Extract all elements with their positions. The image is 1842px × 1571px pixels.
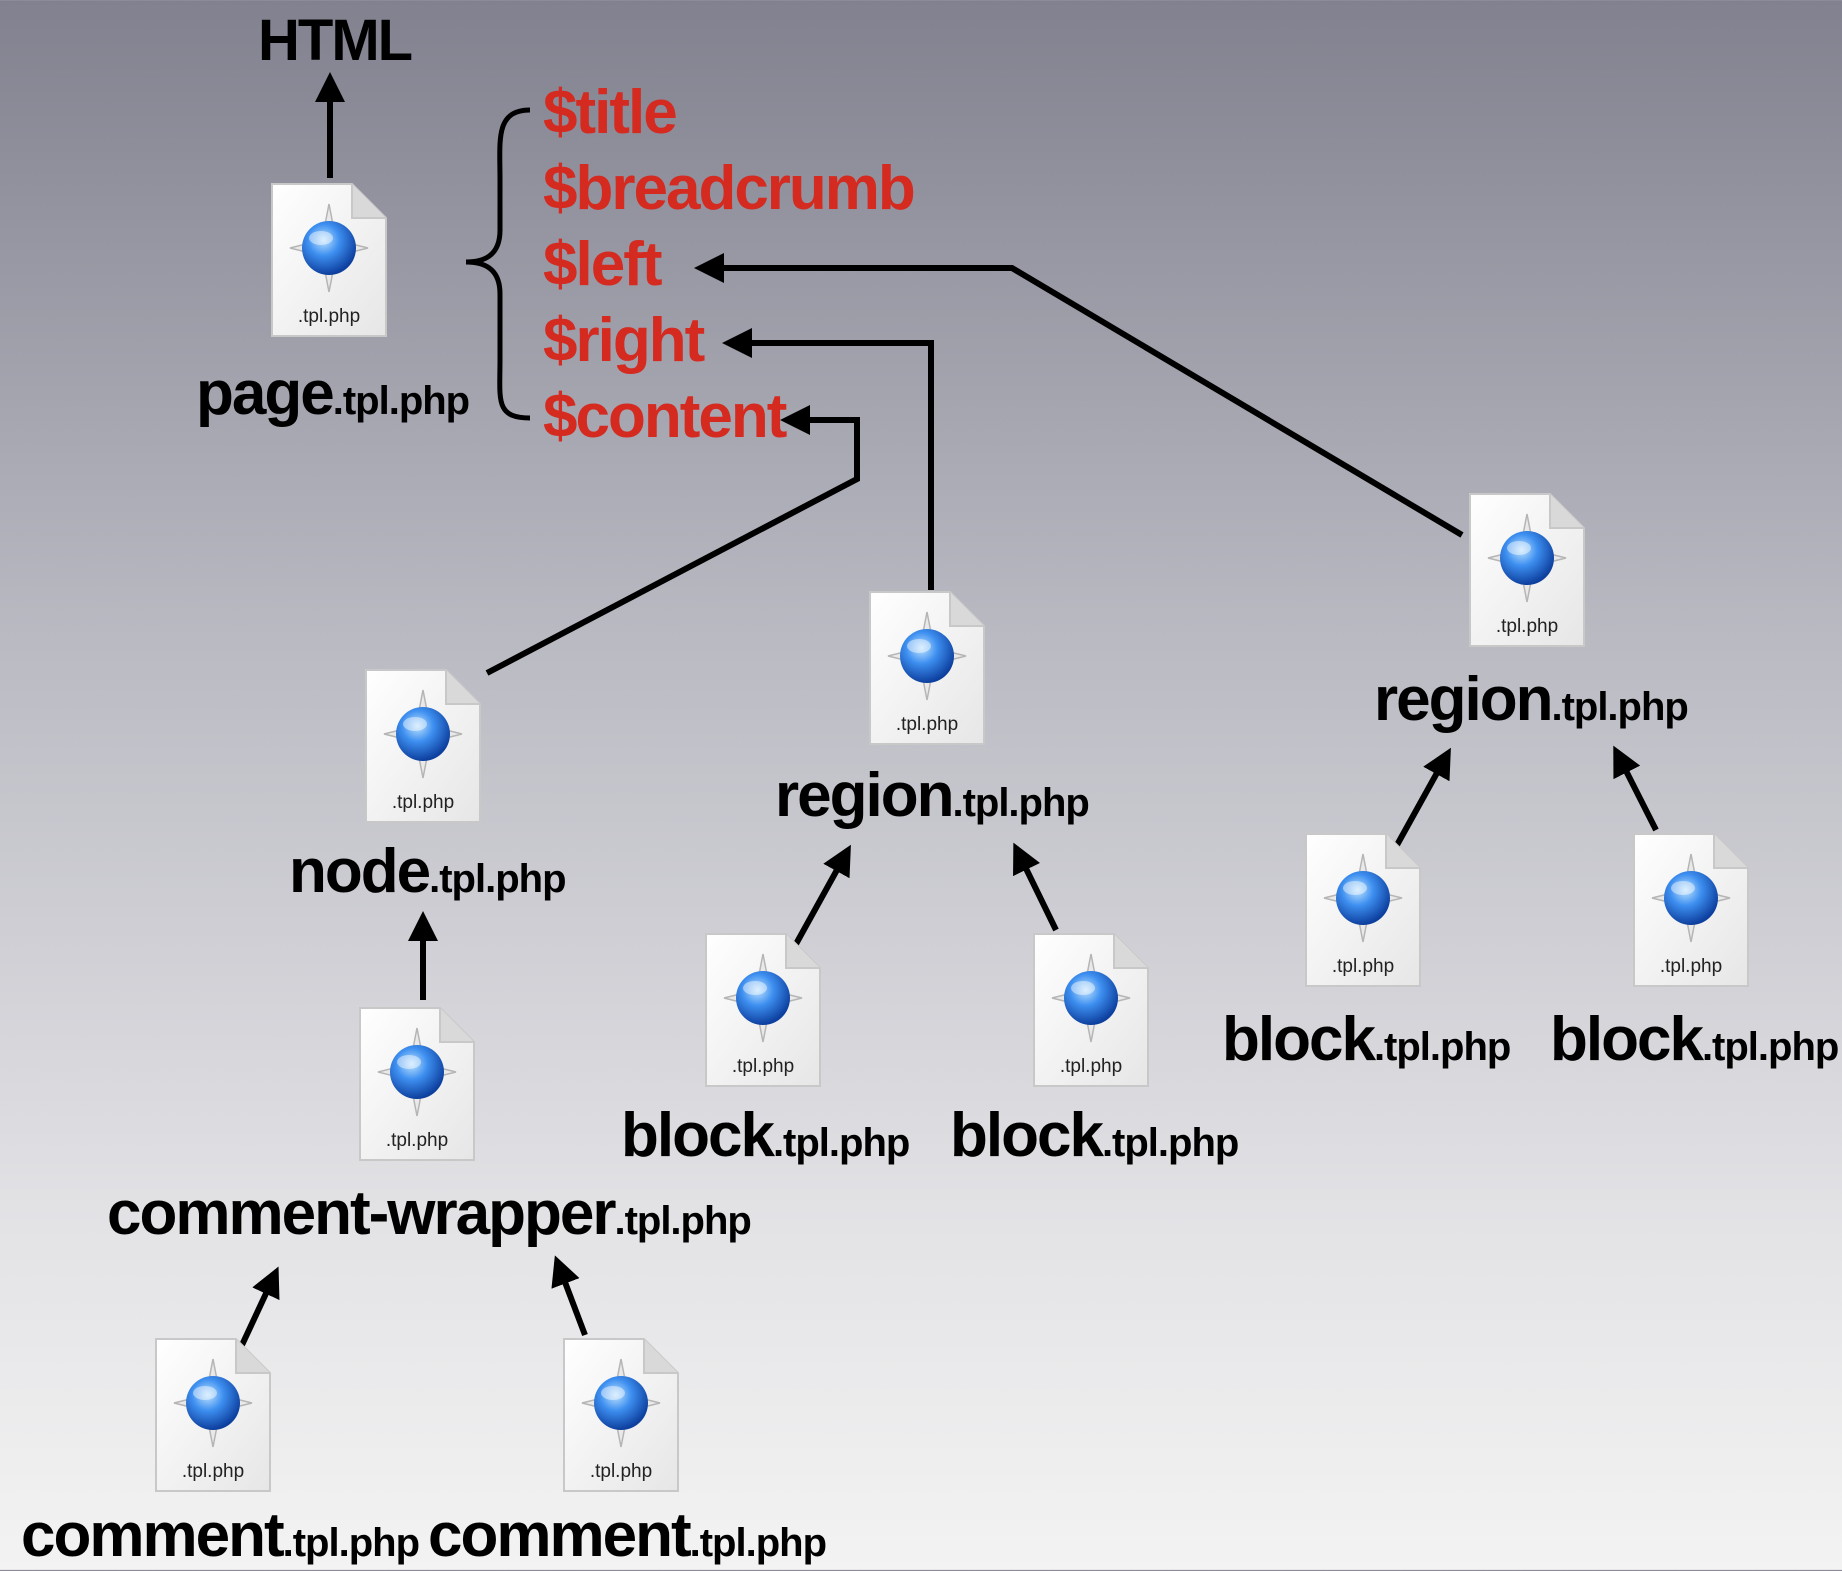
node-file-label-ext: .tpl.php [429, 857, 566, 901]
var-content: $content [543, 382, 787, 451]
block-1-file-label-base: block [621, 1101, 775, 1170]
region-center-file-label-ext: .tpl.php [952, 781, 1089, 825]
comment-1-file-label: comment.tpl.php [21, 1500, 420, 1571]
block-2-file-label-ext: .tpl.php [1101, 1121, 1239, 1165]
file-icon-caption: .tpl.php [392, 792, 454, 813]
arrow-region-center-to-right [722, 328, 934, 590]
arrow-node-to-content [485, 405, 860, 676]
arrow-block3-to-region-right [1394, 747, 1451, 847]
region-right-file-icon: .tpl.php [1468, 492, 1586, 648]
region-right-file-label: region.tpl.php [1374, 664, 1689, 735]
var-right: $right [543, 306, 705, 375]
file-icon-caption: .tpl.php [590, 1461, 652, 1482]
block-3-file-label-ext: .tpl.php [1373, 1025, 1511, 1069]
var-title: $title [543, 78, 678, 147]
file-icon-caption: .tpl.php [1496, 616, 1558, 637]
block-1-file-label: block.tpl.php [621, 1100, 910, 1171]
var-breadcrumb: $breadcrumb [543, 154, 916, 223]
comment-wrapper-file-label-base: comment-wrapper [107, 1179, 616, 1248]
comment-2-file-label-base: comment [428, 1501, 692, 1570]
block-4-file-label-ext: .tpl.php [1701, 1025, 1839, 1069]
block-2-file-label: block.tpl.php [950, 1100, 1239, 1171]
block-2-file-label-base: block [950, 1101, 1104, 1170]
file-icon-caption: .tpl.php [386, 1130, 448, 1151]
html-output-label: HTML [258, 8, 413, 73]
comment-wrapper-file-label: comment-wrapper.tpl.php [107, 1178, 752, 1249]
node-file-label-base: node [289, 837, 431, 906]
block-4-file-label: block.tpl.php [1550, 1004, 1839, 1075]
node-file-icon: .tpl.php [364, 668, 482, 824]
comment-wrapper-file-icon: .tpl.php [358, 1006, 476, 1162]
arrow-block2-to-region-center [1013, 842, 1059, 932]
block-4-file-icon: .tpl.php [1632, 832, 1750, 988]
page-file-label-base: page [196, 359, 335, 428]
comment-1-file-icon: .tpl.php [154, 1337, 272, 1493]
region-center-file-label-base: region [775, 761, 954, 830]
variables-brace [465, 107, 531, 421]
region-right-file-label-base: region [1374, 665, 1553, 734]
node-file-label: node.tpl.php [289, 836, 567, 907]
arrow-region-right-to-left [694, 253, 1464, 538]
block-3-file-icon: .tpl.php [1304, 832, 1422, 988]
file-icon-caption: .tpl.php [732, 1056, 794, 1077]
region-center-file-icon: .tpl.php [868, 590, 986, 746]
var-left: $left [543, 230, 662, 299]
file-icon-caption: .tpl.php [182, 1461, 244, 1482]
region-center-file-label: region.tpl.php [775, 760, 1090, 831]
file-icon-caption: .tpl.php [1060, 1056, 1122, 1077]
arrow-block4-to-region-right [1613, 745, 1659, 832]
file-icon-caption: .tpl.php [1660, 956, 1722, 977]
file-icon-caption: .tpl.php [298, 306, 360, 327]
block-2-file-icon: .tpl.php [1032, 932, 1150, 1088]
block-1-file-label-ext: .tpl.php [772, 1121, 910, 1165]
comment-2-file-label: comment.tpl.php [428, 1500, 827, 1571]
file-icon-caption: .tpl.php [1332, 956, 1394, 977]
arrow-comment1-to-comment-wrapper [239, 1266, 280, 1347]
arrow-comment2-to-comment-wrapper [551, 1255, 588, 1337]
comment-2-file-label-ext: .tpl.php [689, 1521, 827, 1565]
comment-2-file-icon: .tpl.php [562, 1337, 680, 1493]
block-3-file-label-base: block [1222, 1005, 1376, 1074]
block-3-file-label: block.tpl.php [1222, 1004, 1511, 1075]
page-file-icon: .tpl.php [270, 182, 388, 338]
arrow-block1-to-region-center [793, 844, 851, 946]
block-1-file-icon: .tpl.php [704, 932, 822, 1088]
region-right-file-label-ext: .tpl.php [1551, 685, 1688, 729]
comment-1-file-label-ext: .tpl.php [282, 1521, 420, 1565]
comment-1-file-label-base: comment [21, 1501, 285, 1570]
block-4-file-label-base: block [1550, 1005, 1704, 1074]
comment-wrapper-file-label-ext: .tpl.php [614, 1199, 751, 1243]
page-file-label-ext: .tpl.php [332, 379, 470, 423]
page-file-label: page.tpl.php [196, 358, 470, 429]
file-icon-caption: .tpl.php [896, 714, 958, 735]
